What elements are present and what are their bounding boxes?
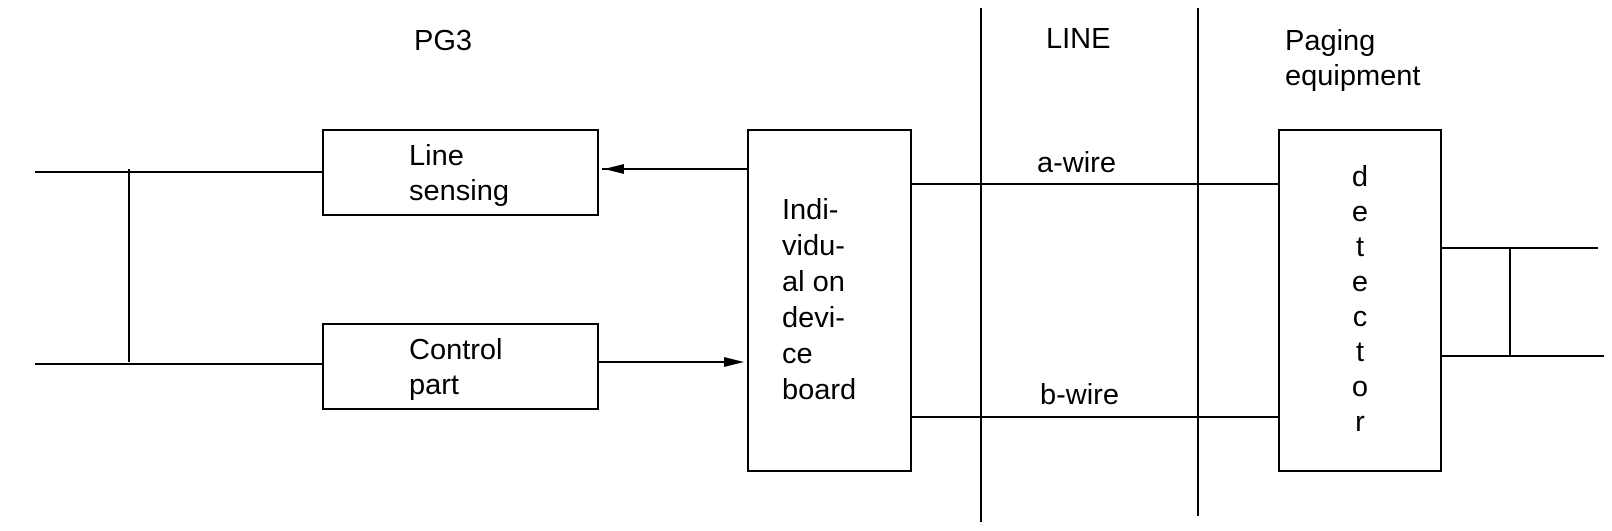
line-sensing-label-2: sensing bbox=[409, 175, 509, 207]
detector-letter: t bbox=[1356, 231, 1364, 263]
detector-block bbox=[1278, 129, 1442, 472]
detector-letter: e bbox=[1352, 266, 1368, 298]
device-board-block bbox=[747, 129, 912, 472]
control-part-label-2: part bbox=[409, 369, 459, 401]
line-sensing-label-1: Line bbox=[409, 140, 464, 172]
detector-label: d e t e c t o r bbox=[1352, 161, 1368, 438]
device-board-label-5: ce bbox=[782, 338, 813, 370]
control-part-block bbox=[322, 323, 599, 410]
section-label-line: LINE bbox=[1046, 23, 1110, 55]
device-board-label-4: devi- bbox=[782, 302, 845, 334]
device-board-label-6: board bbox=[782, 374, 856, 406]
device-board-label-1: Indi- bbox=[782, 194, 838, 226]
section-label-paging-1: Paging bbox=[1285, 25, 1375, 57]
b-wire-label: b-wire bbox=[1040, 379, 1119, 411]
control-arrowhead bbox=[724, 357, 744, 367]
section-label-pg3: PG3 bbox=[414, 25, 472, 57]
device-board-label-3: al on bbox=[782, 266, 845, 298]
detector-letter: r bbox=[1355, 406, 1365, 438]
detector-letter: c bbox=[1353, 301, 1368, 333]
detector-letter: d bbox=[1352, 161, 1368, 193]
section-label-paging-2: equipment bbox=[1285, 60, 1420, 92]
detector-letter: e bbox=[1352, 196, 1368, 228]
sense-arrowhead bbox=[604, 164, 624, 174]
device-board-label-2: vidu- bbox=[782, 230, 845, 262]
line-sensing-block bbox=[322, 129, 599, 216]
control-part-label-1: Control bbox=[409, 334, 503, 366]
detector-letter: t bbox=[1356, 336, 1364, 368]
detector-letter: o bbox=[1352, 371, 1368, 403]
a-wire-label: a-wire bbox=[1037, 147, 1116, 179]
